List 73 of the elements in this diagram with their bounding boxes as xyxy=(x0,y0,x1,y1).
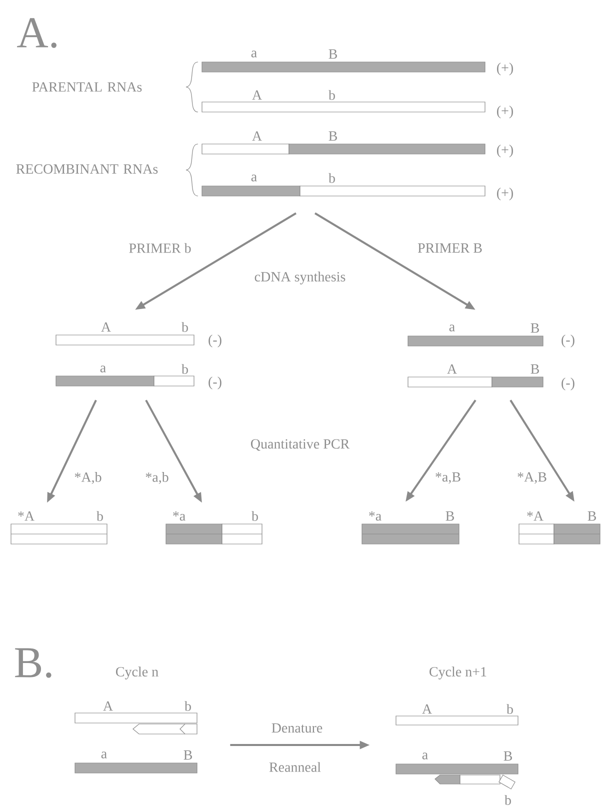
allele-label: a xyxy=(100,366,106,372)
step-label: Quantitative PCR xyxy=(251,439,350,451)
allele-label: B xyxy=(588,511,596,521)
strand-bar xyxy=(202,62,486,72)
allele-label: *A xyxy=(18,511,34,521)
strand-bar xyxy=(56,376,194,386)
allele-label: *A xyxy=(527,511,544,521)
edge-label: *A,b xyxy=(74,472,102,484)
edge-label: *A,B xyxy=(518,472,546,484)
cycle-label: Cycle n xyxy=(116,666,158,680)
polarity-label: (+) xyxy=(497,62,513,76)
section-heading: B. xyxy=(15,648,52,678)
allele-label: b xyxy=(182,364,188,374)
allele-label: *a xyxy=(369,511,382,521)
allele-label: A xyxy=(447,364,457,374)
allele-label: B xyxy=(446,511,454,521)
polarity-label: (-) xyxy=(208,376,222,390)
allele-label: *a xyxy=(173,511,186,521)
strand-bar xyxy=(74,712,198,734)
strand-bar xyxy=(396,764,518,790)
edge-label: *a,b xyxy=(146,472,168,484)
allele-label: a xyxy=(251,50,257,58)
allele-label: B xyxy=(328,49,337,59)
polarity-label: (+) xyxy=(497,144,513,158)
group-label: RECOMBINANT RNAs xyxy=(16,164,158,174)
allele-label: b xyxy=(182,322,188,332)
allele-label: b xyxy=(328,173,335,183)
edge-label: Denature xyxy=(272,723,322,733)
polarity-label: (+) xyxy=(497,106,513,118)
polarity-label: (-) xyxy=(562,378,574,390)
allele-label: B xyxy=(184,750,192,760)
step-label: Reanneal xyxy=(269,762,321,772)
allele-label: A xyxy=(101,322,111,332)
allele-label: b xyxy=(252,511,258,521)
group-label: PARENTAL RNAs xyxy=(32,82,142,92)
allele-label: B xyxy=(328,131,337,141)
allele-label: A xyxy=(103,701,113,711)
polarity-label: (-) xyxy=(562,334,574,348)
strand-bar xyxy=(166,524,262,544)
step-label: cDNA synthesis xyxy=(254,272,346,284)
allele-label: A xyxy=(422,704,432,714)
allele-label: a xyxy=(101,752,107,758)
strand-bar xyxy=(408,376,544,388)
cycle-label: Cycle n+1 xyxy=(430,666,486,680)
strand-bar xyxy=(202,102,486,112)
allele-label: b xyxy=(96,511,103,521)
edge-label: PRIMER B xyxy=(418,243,482,253)
strand-bar xyxy=(10,524,108,544)
edge-label: *a,B xyxy=(436,472,460,484)
allele-label: b xyxy=(184,701,191,711)
strand-bar xyxy=(396,716,518,726)
strand-bar xyxy=(74,762,198,774)
polarity-label: (-) xyxy=(208,334,222,348)
allele-label: b xyxy=(504,795,511,805)
section-heading: A. xyxy=(17,18,56,48)
polarity-label: (+) xyxy=(497,188,513,200)
allele-label: B xyxy=(504,751,512,761)
allele-label: a xyxy=(251,174,257,182)
strand-bar xyxy=(362,524,460,544)
allele-label: a xyxy=(422,752,428,760)
allele-label: B xyxy=(530,364,539,374)
edge-label: PRIMER b xyxy=(129,243,191,253)
allele-label: B xyxy=(530,323,539,333)
strand-bar xyxy=(202,186,486,196)
strand-bar xyxy=(202,144,486,154)
allele-label: b xyxy=(506,704,513,714)
allele-label: A xyxy=(252,90,262,100)
allele-label: a xyxy=(449,324,455,332)
strand-bar xyxy=(408,336,544,346)
allele-label: b xyxy=(328,90,335,100)
strand-bar xyxy=(518,524,600,544)
strand-bar xyxy=(56,334,194,346)
allele-label: A xyxy=(252,131,262,141)
